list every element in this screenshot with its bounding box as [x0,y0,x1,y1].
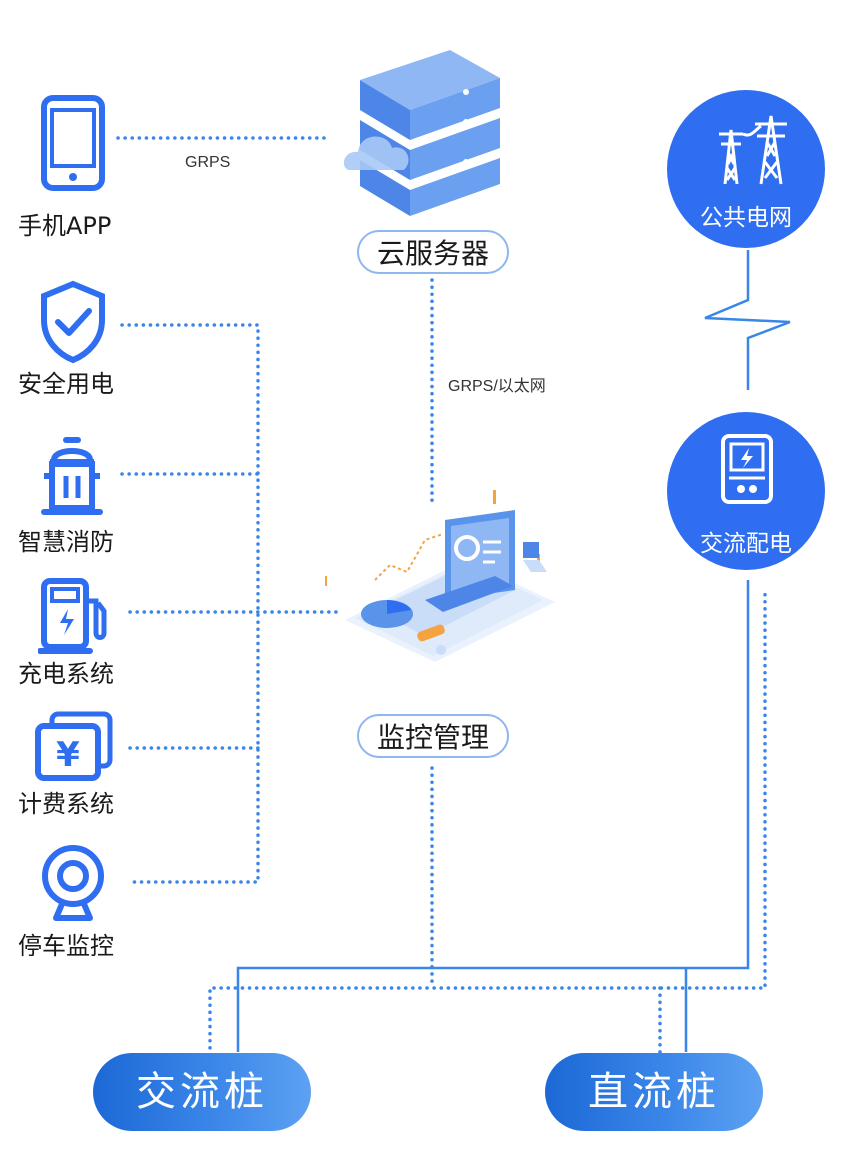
service-label-camera: 停车监控 [18,932,114,960]
billing-icon: ¥ [35,711,113,781]
dc-pile-node: 直流桩 [545,1053,763,1131]
zigzag-grid-line [704,250,791,390]
monitoring-label: 监控管理 [357,714,509,758]
label-phone-cloud: GRPS [185,154,231,171]
public-grid-label: 公共电网 [700,205,792,231]
svg-text:¥: ¥ [56,735,80,775]
shield-check-icon [41,280,105,364]
charging-station-icon [38,578,107,654]
service-label-safety: 安全用电 [18,370,114,398]
service-label-billing: 计费系统 [18,790,114,818]
transmission-tower-icon [719,115,787,185]
ac-distribution-label: 交流配电 [700,531,792,557]
phone-icon [41,95,105,191]
cloud-server-icon [343,50,500,216]
service-label-fire: 智慧消防 [18,528,114,556]
distribution-cabinet-icon [721,434,773,504]
camera-icon [42,845,104,921]
cloud-server-label: 云服务器 [357,230,509,274]
laptop-monitor-icon [325,490,555,662]
public-grid-node: 公共电网 [667,90,825,248]
ac-pile-node: 交流桩 [93,1053,311,1131]
label-cloud-monitor: GRPS/以太网 [448,378,546,395]
dotted-bottom-bus [208,586,767,1057]
service-label-phone: 手机APP [18,212,112,240]
ac-distribution-node: 交流配电 [667,412,825,570]
service-label-charging: 充电系统 [18,660,114,688]
fire-hydrant-icon [41,437,103,515]
solid-ac-line [236,580,750,1052]
